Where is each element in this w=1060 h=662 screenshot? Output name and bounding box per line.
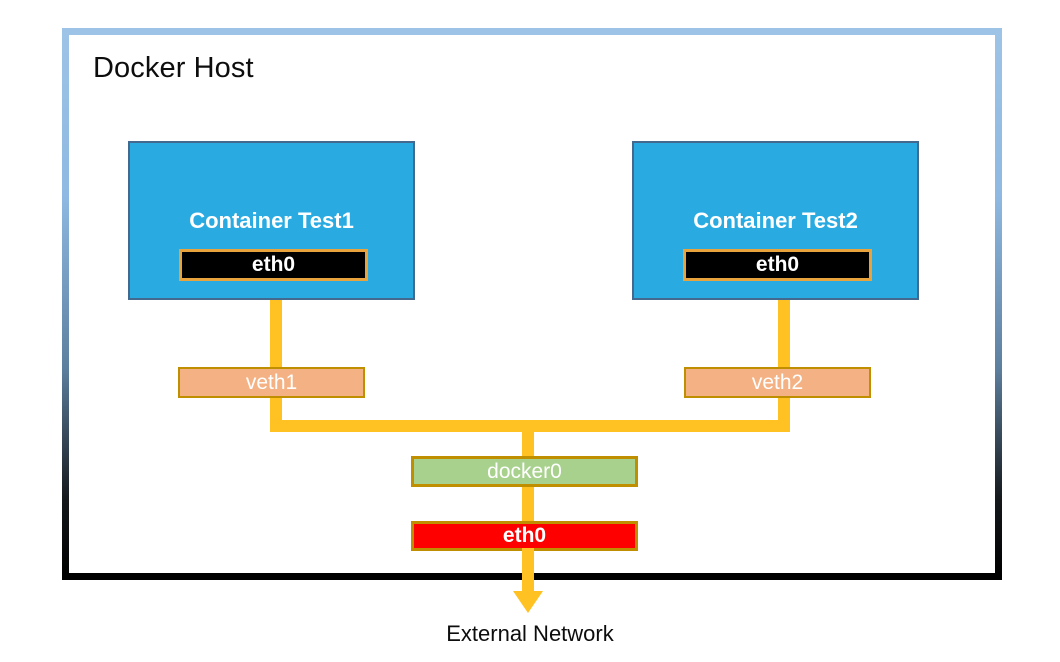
container-label-test2: Container Test2 — [693, 208, 858, 233]
wire-bus-to-docker0 — [522, 420, 534, 460]
container-label-test1: Container Test1 — [189, 208, 354, 233]
docker0-bridge-bar[interactable]: docker0 — [411, 456, 638, 487]
host-eth0-bar[interactable]: eth0 — [411, 521, 638, 551]
container-box-test2[interactable]: Container Test2 eth0 — [632, 141, 919, 300]
wire-container1-to-veth1 — [270, 278, 282, 370]
container-eth0-test2[interactable]: eth0 — [683, 249, 872, 281]
external-network-arrowhead — [513, 591, 543, 613]
container-eth0-test1[interactable]: eth0 — [179, 249, 368, 281]
wire-container2-to-veth2 — [778, 278, 790, 370]
docker-host-title: Docker Host — [93, 52, 254, 84]
veth2-bar[interactable]: veth2 — [684, 367, 871, 398]
docker-host-frame — [62, 28, 1002, 580]
wire-docker0-to-host-eth0 — [522, 485, 534, 525]
external-network-label: External Network — [446, 621, 614, 646]
wire-host-eth0-to-external — [522, 548, 534, 596]
veth1-bar[interactable]: veth1 — [178, 367, 365, 398]
container-box-test1[interactable]: Container Test1 eth0 — [128, 141, 415, 300]
